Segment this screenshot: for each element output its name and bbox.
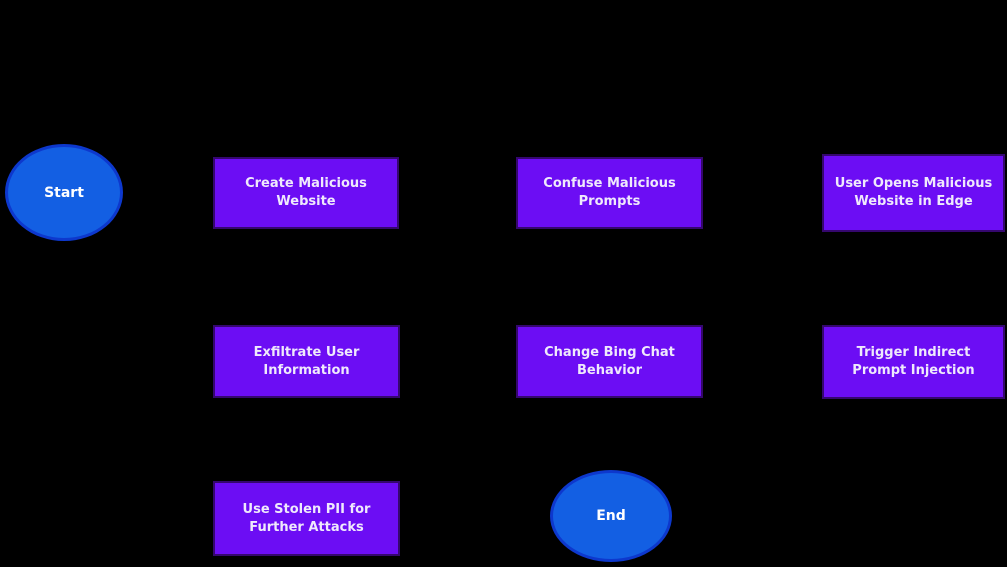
node-start-label: Start xyxy=(44,184,84,201)
node-create-malicious-website-label: Create Malicious Website xyxy=(245,176,367,209)
node-change-bing-chat-behavior-label: Change Bing Chat Behavior xyxy=(544,344,675,378)
node-use-stolen-pii-for-further-attacks-label: Use Stolen PII for Further Attacks xyxy=(242,501,371,535)
node-change-bing-chat-behavior: Change Bing Chat Behavior xyxy=(516,325,703,398)
node-exfiltrate-user-information-label: Exfiltrate User Information xyxy=(253,344,360,378)
node-start: Start xyxy=(5,144,123,241)
node-use-stolen-pii-for-further-attacks: Use Stolen PII for Further Attacks xyxy=(213,481,400,556)
node-trigger-indirect-prompt-injection: Trigger Indirect Prompt Injection xyxy=(822,325,1005,399)
node-user-opens-malicious-website-in-edge-label: User Opens Malicious Website in Edge xyxy=(834,176,993,209)
node-confuse-malicious-prompts-label: Confuse Malicious Prompts xyxy=(543,176,676,209)
node-user-opens-malicious-website-in-edge: User Opens Malicious Website in Edge xyxy=(822,154,1005,232)
node-end-label: End xyxy=(596,508,626,524)
node-confuse-malicious-prompts: Confuse Malicious Prompts xyxy=(516,157,703,229)
node-end: End xyxy=(550,470,672,562)
node-create-malicious-website: Create Malicious Website xyxy=(213,157,399,229)
node-exfiltrate-user-information: Exfiltrate User Information xyxy=(213,325,400,398)
node-trigger-indirect-prompt-injection-label: Trigger Indirect Prompt Injection xyxy=(852,345,975,378)
